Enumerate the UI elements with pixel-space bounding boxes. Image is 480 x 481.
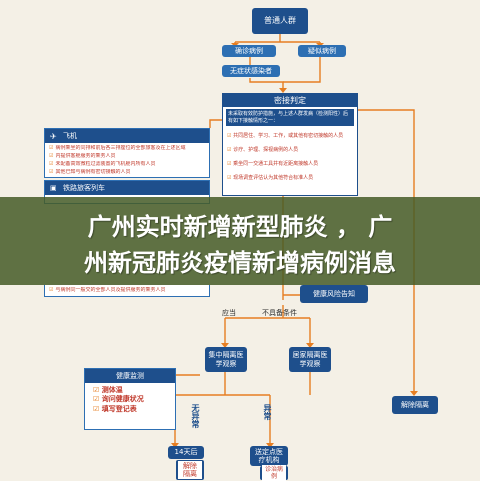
check-icon: ☑: [49, 287, 54, 293]
contact-item: ☑ 乘坐同一交通工具并有近距离接触人员: [227, 160, 353, 167]
node-confirmed-case: 确诊病例: [222, 45, 276, 57]
check-icon: ☑: [49, 145, 54, 151]
train-title: ▣ 铁路旅客列车: [45, 181, 209, 195]
check-icon: ☑: [227, 175, 234, 181]
label-abnormal: 异常: [263, 404, 272, 420]
train-icon: ▣: [50, 184, 57, 192]
health-items: ☑ 测体温☑ 询问健康状况☑ 填写登记表: [85, 383, 175, 414]
health-item: ☑ 测体温: [85, 386, 175, 395]
health-item-text: 测体温: [101, 386, 123, 394]
node-release-right: 解除隔离: [392, 396, 438, 414]
node-suspected-case: 疑似病例: [298, 45, 346, 57]
node-send-medical: 送定点医疗机构: [250, 446, 288, 466]
title-banner: 广州实时新增新型肺炎 ， 广 州新冠肺炎疫情新增病例消息: [0, 197, 480, 285]
node-general-population: 普通人群: [252, 8, 308, 34]
node-central-isolation: 集中隔离医学观察: [205, 347, 247, 372]
close-contact-judgment: 密接判定 未采取有效防护措施，与上述人群发病（检测阳性）后有如下接触情形之一： …: [222, 93, 358, 196]
check-icon: ☑: [93, 404, 102, 413]
plane-row: ☑病例乘坐的同排和前后各三排座位的全部旅客及在上述区域: [49, 145, 205, 151]
plane-panel: ✈ 飞机 ☑病例乘坐的同排和前后各三排座位的全部旅客及在上述区域☑内提供客舱服务…: [44, 128, 210, 178]
judgment-description: 未采取有效防护措施，与上述人群发病（检测阳性）后有如下接触情形之一：: [226, 109, 354, 126]
node-asymptomatic: 无症状感染者: [222, 65, 280, 77]
contact-item-text: 现场调查评估认为其他符合标准人员: [233, 175, 314, 181]
bus-panel: ☑与病例同一般交的全部人员及提供服务的乘务人员: [44, 285, 210, 297]
judgment-title: 密接判定: [223, 94, 357, 107]
plane-icon: ✈: [50, 131, 57, 141]
check-icon: ☑: [227, 147, 234, 153]
bus-row: ☑与病例同一般交的全部人员及提供服务的乘务人员: [49, 287, 205, 293]
plane-row-text: 未配备高效微粒过滤装置的飞机舱内所有人员: [55, 161, 156, 167]
train-title-text: 铁路旅客列车: [63, 184, 105, 192]
banner-line-2: 州新冠肺炎疫情新增病例消息: [84, 249, 396, 277]
bus-row-text: 与病例同一般交的全部人员及提供服务的乘务人员: [55, 287, 166, 293]
node-release-bottom: 解除隔离: [176, 460, 204, 480]
contact-item-text: 乘坐同一交通工具并有近距离接触人员: [233, 161, 319, 167]
health-item-text: 询问健康状况: [101, 395, 144, 404]
release-bottom-text: 解除隔离: [178, 460, 202, 480]
banner-line-1: 广州实时新增新型肺炎 ， 广: [87, 213, 393, 241]
plane-title: ✈ 飞机: [45, 129, 209, 143]
check-icon: ☑: [49, 169, 54, 175]
label-no-abnormal: 无异常: [191, 404, 200, 428]
check-icon: ☑: [93, 395, 102, 404]
contact-item-text: 共同居住、学习、工作，或其他有密切接触的人员: [233, 133, 344, 139]
label-not-ready: 不具备条件: [262, 309, 297, 317]
check-icon: ☑: [227, 161, 234, 167]
check-icon: ☑: [93, 386, 102, 394]
contact-item: ☑ 共同居住、学习、工作，或其他有密切接触的人员: [227, 132, 353, 139]
node-home-isolation: 居家隔离医学观察: [289, 347, 331, 372]
diagnose-text: 诊治病例: [262, 464, 286, 481]
node-14-days: 14天后: [168, 446, 204, 459]
plane-row: ☑内提供客舱服务的乘务人员: [49, 153, 205, 159]
plane-title-text: 飞机: [63, 132, 77, 140]
plane-row-text: 病例乘坐的同排和前后各三排座位的全部旅客及在上述区域: [55, 145, 186, 151]
label-should: 应当: [222, 309, 236, 317]
check-icon: ☑: [49, 153, 54, 159]
plane-row-text: 其他已知与病例有密切接触的人员: [55, 169, 131, 175]
health-item: ☑ 询问健康状况: [85, 395, 175, 404]
check-icon: ☑: [49, 161, 54, 167]
contact-item: ☑ 诊疗、护理、探视病例的人员: [227, 146, 353, 153]
plane-row-text: 内提供客舱服务的乘务人员: [55, 153, 116, 159]
health-item: ☑ 填写登记表: [85, 405, 175, 414]
node-diagnose: 诊治病例: [260, 464, 288, 481]
check-icon: ☑: [227, 133, 234, 139]
contact-items: ☑ 共同居住、学习、工作，或其他有密切接触的人员☑ 诊疗、护理、探视病例的人员☑…: [227, 132, 353, 188]
plane-row: ☑未配备高效微粒过滤装置的飞机舱内所有人员: [49, 161, 205, 167]
contact-item-text: 诊疗、护理、探视病例的人员: [233, 147, 299, 153]
node-risk-notice: 健康风险告知: [300, 285, 368, 303]
health-item-text: 填写登记表: [101, 404, 137, 413]
plane-row: ☑其他已知与病例有密切接触的人员: [49, 169, 205, 175]
health-monitor: 健康监测 ☑ 测体温☑ 询问健康状况☑ 填写登记表: [84, 368, 176, 430]
contact-item: ☑ 现场调查评估认为其他符合标准人员: [227, 174, 353, 181]
health-title: 健康监测: [85, 369, 175, 383]
